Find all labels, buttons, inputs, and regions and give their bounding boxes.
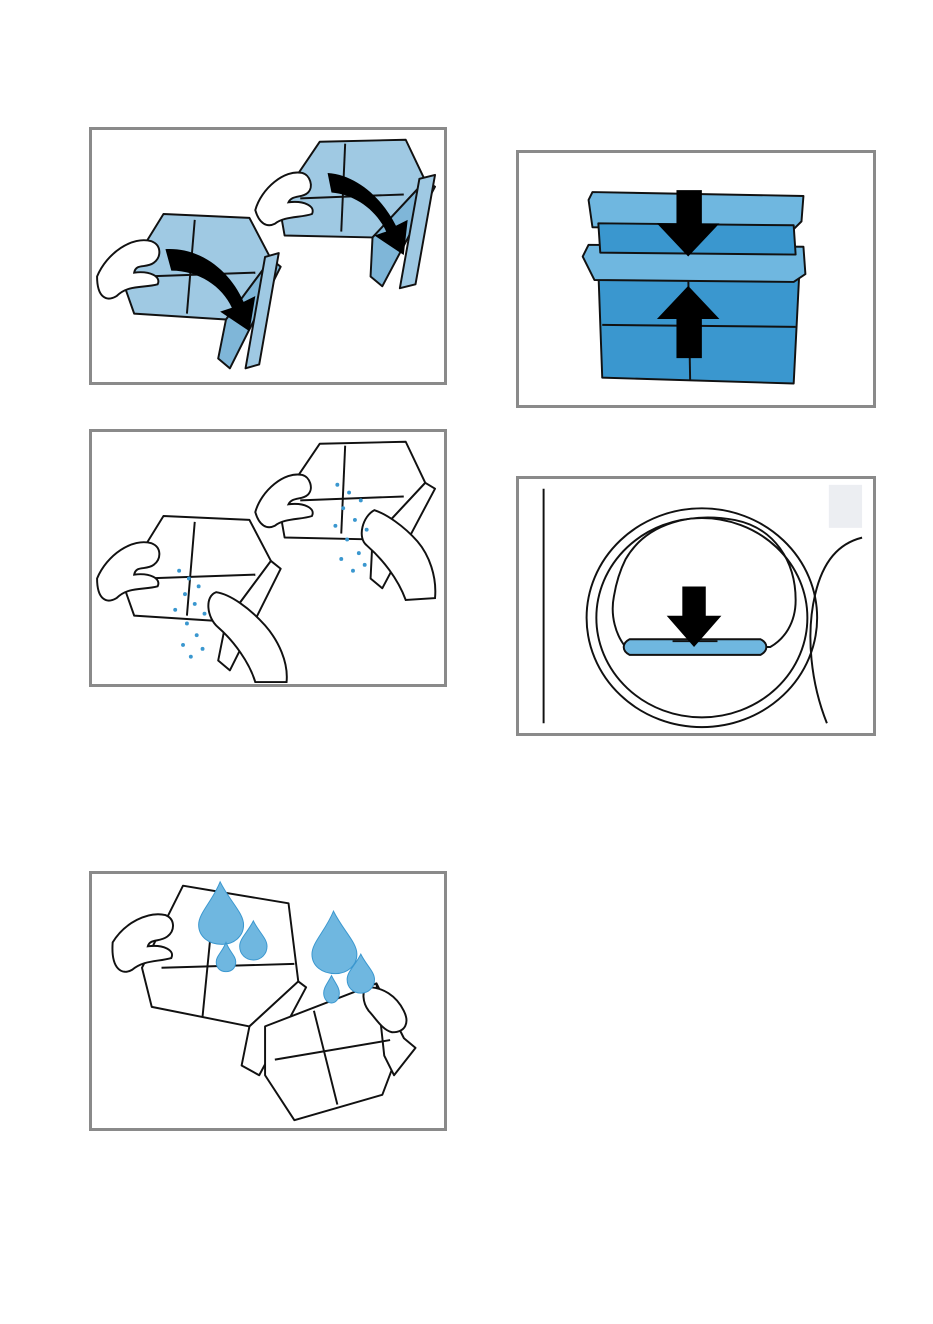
shake-filter-drawing [92,874,444,1128]
arrow-down-icon [667,586,722,647]
filter-icon [122,214,280,368]
door-seal-icon [587,508,862,727]
cabinet-panel [829,485,862,528]
rinse-filter-drawing [92,432,444,684]
insert-filter-illustration [516,476,876,736]
rinse-filter-illustration [89,429,447,687]
insert-filter-drawing [519,479,873,733]
open-filter-illustration [89,127,447,385]
open-filter-drawing [92,130,444,382]
close-filter-drawing [519,153,873,405]
close-filter-illustration [516,150,876,408]
shake-filter-illustration [89,871,447,1131]
